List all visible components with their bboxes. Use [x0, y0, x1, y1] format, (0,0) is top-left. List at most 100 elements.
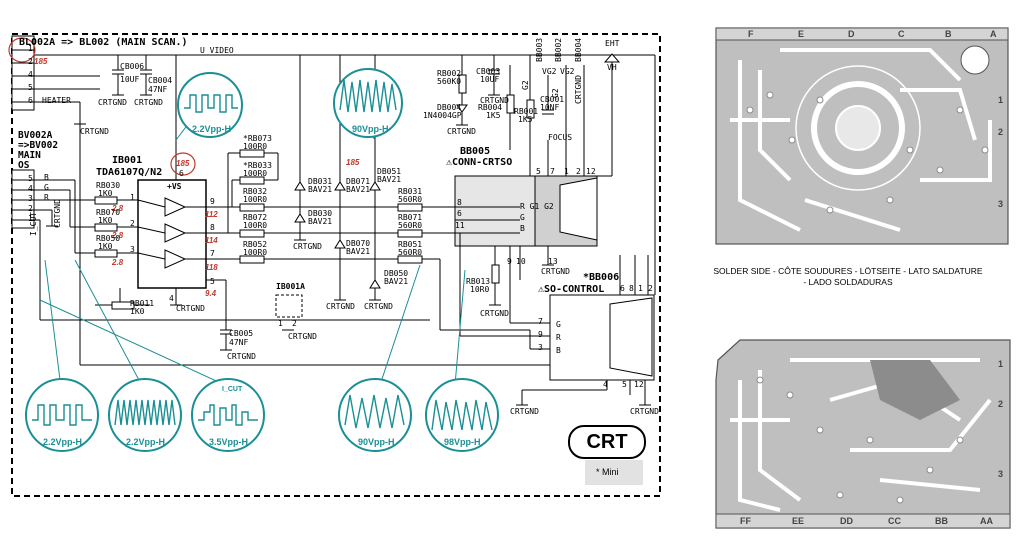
ic-pin-9: 9	[210, 197, 215, 206]
cb001-value: 10NF	[540, 103, 560, 112]
pcb-column-label: AA	[980, 516, 993, 526]
annotation-185-ic: 185	[176, 159, 190, 168]
ground-label: CRTGND	[134, 98, 163, 107]
rb070-value: 1K0	[98, 216, 113, 225]
ground-label: CRTGND	[326, 302, 355, 311]
rb072-label: RB072	[243, 213, 268, 222]
db071-label: DB071	[346, 177, 371, 186]
control-grid: G	[556, 320, 561, 329]
waveform-label-b4: 90Vpp-H	[358, 437, 395, 447]
bb003-label: BB003	[535, 37, 544, 62]
ic-pin-1: 1	[130, 193, 135, 202]
rb052-value: 100R0	[243, 248, 268, 257]
socket-pin: 2	[576, 167, 581, 176]
waveform-label-top-left: 2.2Vpp-H	[192, 124, 232, 134]
pcb-column-label: F	[748, 29, 754, 39]
rb071-value: 560R0	[398, 221, 423, 230]
control-pin: 2	[648, 284, 653, 293]
socket-pin: 7	[550, 167, 555, 176]
ground-label: CRTGND	[447, 127, 476, 136]
bv002-signal-b: B	[44, 173, 49, 182]
ground-label: CRTGND	[293, 242, 322, 251]
db050-label: DB050	[384, 269, 409, 278]
cb004-label: CB004	[148, 76, 173, 85]
rb031-value: 560R0	[398, 195, 423, 204]
db071-value: BAV21	[346, 185, 371, 194]
pcb-column-label: FF	[740, 516, 751, 526]
control-pin: 5	[622, 380, 627, 389]
ground-label: CRTGND	[574, 75, 583, 104]
annotation-circle-pin1	[8, 37, 36, 63]
cb004-value: 47NF	[148, 85, 168, 94]
ground-label: CRTGND	[227, 352, 256, 361]
waveform-label-top-mid: 90Vpp-H	[352, 124, 389, 134]
rb073-label: *RB073	[243, 134, 272, 143]
pcb-row-label: 1	[998, 359, 1004, 369]
rb011-label: RB011	[130, 299, 155, 308]
bb005-label: BB005	[460, 146, 491, 157]
ground-label: CRTGND	[176, 304, 205, 313]
bv002-pin: 4	[28, 184, 33, 193]
rb051-value: 560R0	[398, 248, 423, 257]
bv002-signal-g: G	[44, 183, 49, 192]
ground-label: CRTGND	[288, 332, 317, 341]
pcb-bottom-view	[715, 339, 1011, 529]
rb070-label: RB070	[96, 208, 121, 217]
cb003-label: CB003	[476, 67, 501, 76]
annotation-28: 2.8	[112, 231, 124, 240]
cb005-label: CB005	[229, 329, 254, 338]
socket-grid: G	[520, 213, 525, 222]
main-connector-title: BL002A => BL002 (MAIN SCAN.)	[19, 37, 188, 48]
control-pin: 7	[538, 317, 543, 326]
ic-pin-6: 6	[179, 169, 184, 178]
pcb-column-label: EE	[792, 516, 805, 526]
bb005-part: ⚠CONN-CRTSO	[446, 157, 513, 168]
rb033-label: *RB033	[243, 161, 272, 170]
pcb-column-label: D	[848, 29, 855, 39]
control-pin: 1	[638, 284, 643, 293]
cb005-value: 47NF	[229, 338, 249, 347]
waveform-circle-b5	[425, 378, 499, 452]
bl002-pin: 5	[28, 83, 33, 92]
rb050-label: RB050	[96, 234, 121, 243]
annotation-28: 2.8	[112, 204, 124, 213]
i-cut-label: I_CUT	[29, 211, 38, 236]
rb051-label: RB051	[398, 240, 423, 249]
db031-value: BAV21	[308, 185, 333, 194]
focus-label: FOCUS	[548, 133, 573, 142]
control-grid: B	[556, 346, 561, 355]
ib001a-pin-1: 1	[278, 319, 283, 328]
ground-label: CRTGND	[98, 98, 127, 107]
bv002-pin: 5	[28, 174, 33, 183]
ground-label: CRTGND	[510, 407, 539, 416]
waveform-label-b5: 98Vpp-H	[444, 437, 481, 447]
bl002-pin: 6	[28, 96, 33, 105]
waveform-circle-b1	[25, 378, 99, 452]
rb013-value: 10R0	[470, 285, 490, 294]
bb006-label: *BB006	[583, 272, 620, 283]
ic-pin-4: 4	[169, 294, 174, 303]
bb002-label: BB002	[554, 37, 563, 62]
pcb-column-label: DD	[840, 516, 853, 526]
bv002-title-1: BV002A	[18, 130, 53, 141]
eht-label: EHT	[605, 39, 620, 48]
control-pin: 12	[634, 380, 644, 389]
waveform-label-b2: 2.2Vpp-H	[126, 437, 166, 447]
ic-pin-5: 5	[210, 277, 215, 286]
db051-label: DB051	[377, 167, 402, 176]
g2-label: G2	[521, 80, 530, 90]
pcb-row-label: 2	[998, 399, 1004, 409]
db004-label: DB004	[437, 103, 462, 112]
ib001a-block	[275, 294, 303, 318]
rb030-label: RB030	[96, 181, 121, 190]
bb006-part: ⚠SO-CONTROL	[538, 284, 605, 295]
ib001a-label: IB001A	[276, 282, 305, 291]
control-pin: 3	[538, 343, 543, 352]
db070-label: DB070	[346, 239, 371, 248]
bv002-pin: 1	[28, 214, 33, 223]
annotation-112: 112	[205, 210, 218, 219]
annotation-circle-185	[170, 152, 196, 176]
db004-value: 1N4004GP	[423, 111, 462, 120]
ib001-label: IB001	[112, 155, 143, 166]
pcb-column-label: C	[898, 29, 905, 39]
